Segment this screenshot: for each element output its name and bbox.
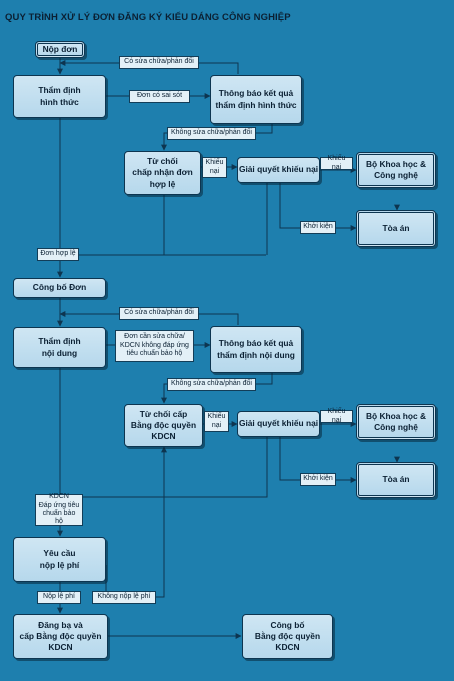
reject-certificate-node: Từ chối cấp Bằng độc quyền KDCN	[124, 404, 203, 447]
edge-label-fee-paid: Nộp lệ phí	[37, 591, 81, 604]
edge-label-complaint-1b: Khiếu nại	[320, 155, 353, 171]
edge-label-needs-amendment: Đơn cần sửa chữa/ KDCN không đáp ứng tiê…	[115, 330, 194, 362]
edge-label-no-amendment-1: Không sửa chữa/phản đối	[167, 127, 256, 140]
court-node-2: Tòa án	[356, 462, 436, 498]
substantive-result-notice-node: Thông báo kết quả thẩm định nội dung	[210, 326, 302, 373]
edge-label-complaint-1a: Khiếu nại	[202, 157, 227, 178]
edge-label-design-meets-criteria: KDCN Đáp ứng tiêu chuẩn bảo hộ	[35, 493, 83, 526]
publish-application-node: Công bố Đơn	[13, 278, 106, 298]
reject-validity-node: Từ chối chấp nhận đơn hợp lệ	[124, 151, 201, 195]
submit-application-node: Nộp đơn	[35, 41, 85, 58]
complaint-resolution-node-1: Giải quyết khiếu nại	[237, 157, 320, 183]
publish-certificate-node: Công bố Bằng độc quyền KDCN	[242, 614, 333, 659]
edge-label-defective-application: Đơn có sai sót	[129, 90, 190, 103]
formal-examination-node: Thẩm định hình thức	[13, 75, 106, 118]
ministry-node-2: Bộ Khoa học & Công nghệ	[356, 404, 436, 440]
edge-label-lawsuit-2: Khởi kiện	[300, 473, 336, 486]
page-title: QUY TRÌNH XỬ LÝ ĐƠN ĐĂNG KÝ KIỂU DÁNG CÔ…	[5, 12, 291, 23]
edge-label-complaint-2a: Khiếu nại	[204, 411, 229, 432]
registration-grant-node: Đăng bạ và cấp Bằng độc quyền KDCN	[13, 614, 108, 659]
edge-label-fee-not-paid: Không nộp lệ phí	[92, 591, 156, 604]
edge-label-valid-application: Đơn hợp lệ	[37, 248, 79, 261]
formal-result-notice-node: Thông báo kết quả thẩm định hình thức	[210, 75, 302, 124]
fee-request-node: Yêu cầu nộp lệ phí	[13, 537, 106, 582]
edge-label-has-amendment-1: Có sửa chữa/phản đối	[119, 56, 199, 69]
edge-label-has-amendment-2: Có sửa chữa/phản đối	[119, 307, 199, 320]
court-node-1: Tòa án	[356, 210, 436, 247]
edge-label-lawsuit-1: Khởi kiện	[300, 221, 336, 234]
edge-label-no-amendment-2: Không sửa chữa/phản đối	[167, 378, 256, 391]
complaint-resolution-node-2: Giải quyết khiếu nại	[237, 411, 320, 437]
edge-label-complaint-2b: Khiếu nại	[320, 408, 353, 424]
substantive-examination-node: Thẩm định nội dung	[13, 327, 106, 368]
ministry-node-1: Bộ Khoa học & Công nghệ	[356, 152, 436, 188]
